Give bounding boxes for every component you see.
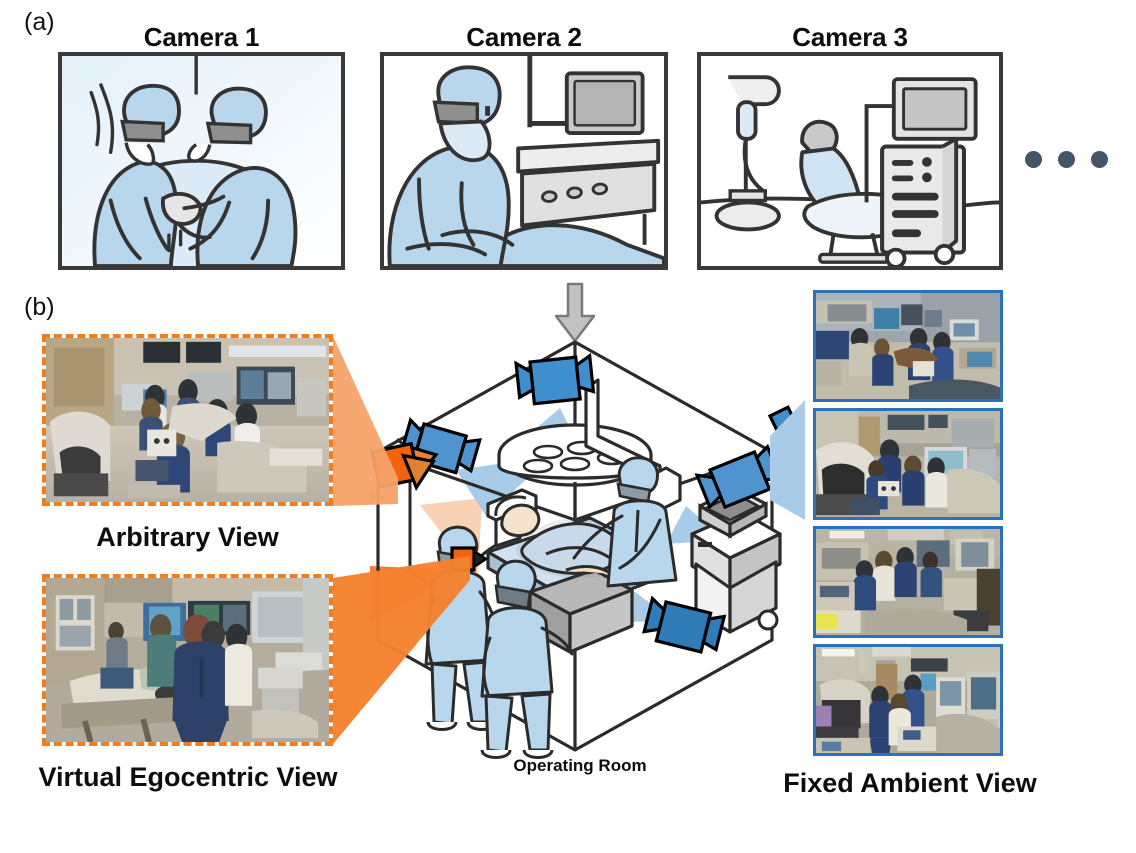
camera-2-thumbnail[interactable]: [380, 52, 668, 270]
fixed-ambient-image-2: [816, 411, 1000, 517]
subfigure-a-tag: (a): [24, 8, 55, 36]
arbitrary-view-image: [46, 338, 329, 502]
ellipsis-dots: [1025, 151, 1108, 168]
fixed-ambient-photo-4[interactable]: [813, 644, 1003, 756]
down-arrow-icon: [553, 282, 597, 344]
surgeon-right: [572, 456, 678, 588]
fixed-ambient-image-4: [816, 647, 1000, 753]
camera-1-illustration: [62, 56, 341, 266]
fixed-ambient-image-3: [816, 529, 1000, 635]
virtual-egocentric-view-photo[interactable]: [42, 574, 333, 746]
camera-3-thumbnail[interactable]: [697, 52, 1003, 270]
camera-1-thumbnail[interactable]: [58, 52, 345, 270]
camera-3-caption: Camera 3: [792, 22, 908, 52]
fixed-ambient-view-label: Fixed Ambient View: [783, 768, 1037, 798]
camera-blue-ceiling: [514, 352, 596, 406]
camera-blue-right: [694, 443, 783, 510]
operating-room-label: Operating Room: [513, 756, 647, 775]
surgeon-front-center: [480, 559, 574, 759]
ellipsis-dot: [1058, 151, 1075, 168]
fixed-ambient-photo-1[interactable]: [813, 290, 1003, 402]
arbitrary-view-photo[interactable]: [42, 334, 333, 506]
camera-3-illustration: [701, 56, 999, 266]
camera-1-caption: Camera 1: [143, 22, 260, 52]
fixed-ambient-photo-2[interactable]: [813, 408, 1003, 520]
ellipsis-dot: [1025, 151, 1042, 168]
camera-2-caption: Camera 2: [466, 22, 582, 52]
camera-2-illustration: [384, 56, 664, 266]
arbitrary-view-label: Arbitrary View: [96, 522, 279, 552]
operating-table: [486, 495, 672, 654]
fixed-ambient-photo-3[interactable]: [813, 526, 1003, 638]
camera-orange-egocentric: [450, 546, 489, 572]
fixed-ambient-image-1: [816, 293, 1000, 399]
virtual-egocentric-view-image: [46, 578, 329, 742]
virtual-egocentric-view-label: Virtual Egocentric View: [38, 762, 338, 792]
operating-room-diagram: [370, 330, 800, 760]
ellipsis-dot: [1091, 151, 1108, 168]
subfigure-b-tag: (b): [24, 293, 55, 321]
camera-blue-lower-right: [642, 595, 727, 654]
camera-blue-far-right: [767, 405, 800, 447]
